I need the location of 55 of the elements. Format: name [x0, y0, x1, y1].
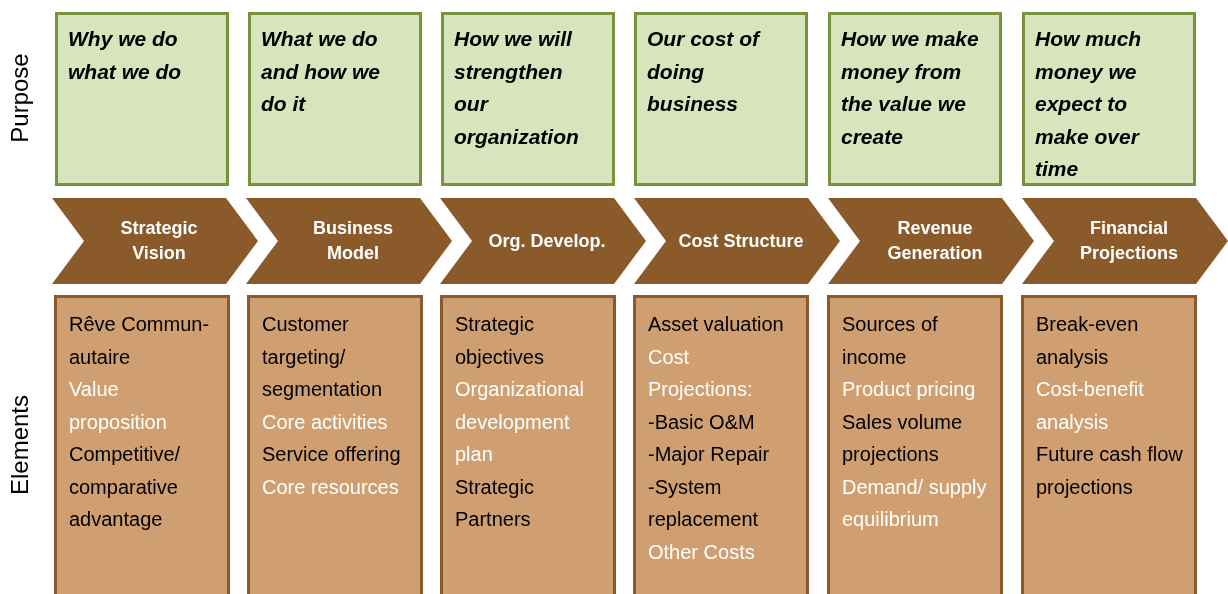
- item-text: Asset valuation: [648, 312, 785, 337]
- item-text: Sources of income: [842, 312, 939, 370]
- element-card: [633, 295, 809, 594]
- purpose-card: [55, 12, 229, 186]
- item-text: Value proposition: [69, 377, 168, 435]
- card-text: How much money we expect to make over time: [1035, 26, 1143, 182]
- process-step: [246, 198, 452, 284]
- item-text: Rêve Commun- autaire: [69, 312, 211, 370]
- purpose-card: [441, 12, 615, 186]
- element-card: [247, 295, 423, 594]
- item-text: Demand/ supply equilibrium: [842, 474, 988, 532]
- item-text: Customer targeting/ segmentation: [262, 312, 384, 402]
- item-text: Break-even analysis: [1036, 312, 1140, 370]
- step-label: Cost Structure: [678, 229, 804, 253]
- item-text: Product pricing: [842, 377, 977, 402]
- item-text: Competitive/ comparative advantage: [69, 442, 182, 532]
- item-text: Other Costs: [648, 539, 756, 565]
- purpose-card: [634, 12, 808, 186]
- item-text: -Major Repair: [648, 442, 771, 467]
- row-label: Purpose: [5, 52, 34, 145]
- process-step: [828, 198, 1034, 284]
- step-label: Financial Projections: [1079, 217, 1179, 265]
- item-text: Strategic Partners: [455, 474, 535, 532]
- item-text: Service offering: [262, 442, 402, 467]
- card-text: What we do and how we do it: [261, 26, 381, 117]
- step-label: Org. Develop.: [488, 229, 606, 253]
- item-text: -Basic O&M: [648, 409, 756, 435]
- item-text: Organizational development plan: [455, 377, 585, 467]
- step-label: Strategic Vision: [119, 217, 199, 265]
- purpose-card: [828, 12, 1002, 186]
- card-text: Our cost of doing business: [647, 26, 762, 117]
- purpose-card: [248, 12, 422, 186]
- item-text: Sales volume projections: [842, 409, 964, 467]
- item-text: Cost Projections:: [648, 344, 754, 402]
- item-text: Core resources: [262, 474, 400, 500]
- item-text: Core activities: [262, 409, 389, 435]
- process-step: [52, 198, 258, 284]
- item-text: -System replacement: [648, 474, 760, 532]
- process-step: [440, 198, 646, 284]
- process-step: [634, 198, 840, 284]
- item-text: Future cash flow projections: [1036, 442, 1184, 500]
- step-label: Revenue Generation: [886, 217, 984, 265]
- purpose-card: [1022, 12, 1196, 186]
- row-label: Elements: [5, 394, 34, 498]
- element-card: [1021, 295, 1197, 594]
- card-text: Why we do what we do: [68, 26, 183, 85]
- card-text: How we will strengthen our organization: [454, 26, 580, 150]
- step-label: Business Model: [311, 217, 394, 265]
- element-card: [827, 295, 1003, 594]
- process-step: [1022, 198, 1228, 284]
- card-text: How we make money from the value we create: [841, 26, 980, 150]
- item-text: Cost-benefit analysis: [1036, 377, 1145, 435]
- item-text: Strategic objectives: [455, 312, 545, 370]
- element-card: [54, 295, 230, 594]
- element-card: [440, 295, 616, 594]
